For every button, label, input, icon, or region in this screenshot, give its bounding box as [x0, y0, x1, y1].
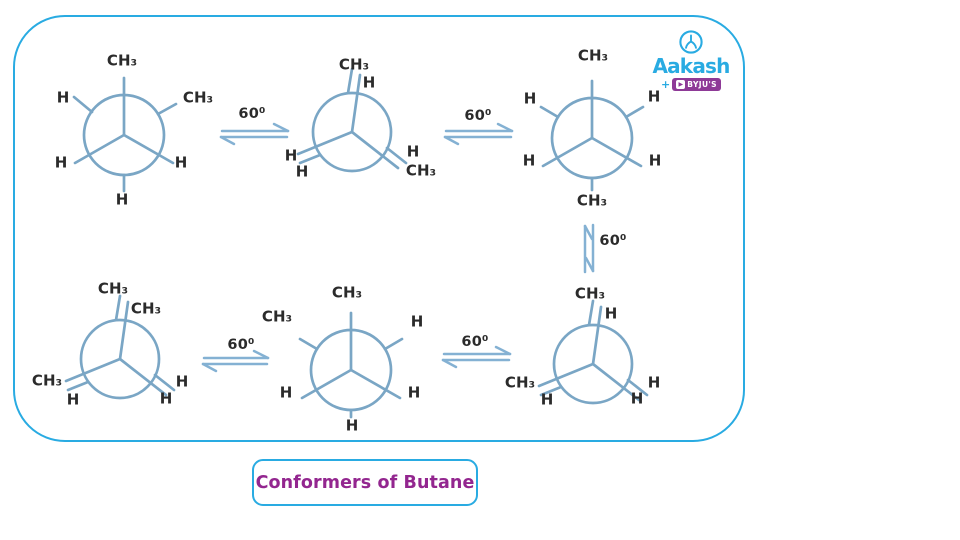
caption-box: Conformers of Butane — [252, 459, 478, 506]
caption-text: Conformers of Butane — [255, 472, 475, 493]
play-icon: ▶ — [676, 80, 686, 89]
diagram-frame — [13, 15, 745, 442]
byjus-label: BYJU'S — [687, 79, 717, 89]
byjus-badge: ▶ BYJU'S — [672, 78, 721, 91]
brand-byjus-row: + ▶ BYJU'S — [646, 78, 736, 91]
brand-name: Aakash — [652, 54, 730, 78]
brand-logo: Aakash + ▶ BYJU'S — [646, 29, 736, 91]
plus-sign: + — [661, 78, 671, 91]
aakash-icon — [679, 30, 703, 54]
